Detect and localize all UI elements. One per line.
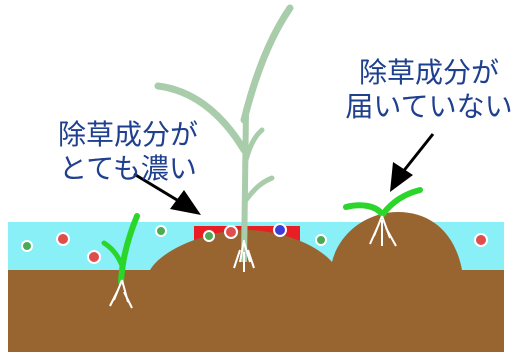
label-left-line2: とても濃い	[59, 152, 197, 185]
label-right: 除草成分が 届いていない	[326, 56, 532, 124]
crop-icon	[154, 4, 294, 272]
root-icon	[369, 215, 397, 247]
weed-icon	[343, 187, 423, 247]
label-left-line1: 除草成分が	[57, 118, 198, 151]
particle-green	[315, 234, 327, 246]
particle-green	[21, 240, 33, 252]
label-left: 除草成分が とても濃い	[28, 118, 228, 186]
weed-icon	[101, 213, 140, 309]
particle-red	[87, 250, 101, 264]
particle-red	[56, 232, 70, 246]
label-right-line2: 届いていない	[345, 90, 513, 123]
particle-red	[224, 225, 238, 239]
particle-green	[203, 230, 215, 242]
particle-blue	[273, 223, 287, 237]
arrow-icon	[133, 172, 201, 215]
particle-red	[474, 233, 488, 247]
root-icon	[109, 279, 133, 309]
herbicide-particles	[21, 223, 488, 264]
soil	[8, 212, 504, 352]
root-icon	[233, 239, 255, 272]
particle-green	[155, 225, 167, 237]
label-right-line1: 除草成分が	[358, 56, 499, 89]
arrow-icon	[390, 133, 435, 192]
